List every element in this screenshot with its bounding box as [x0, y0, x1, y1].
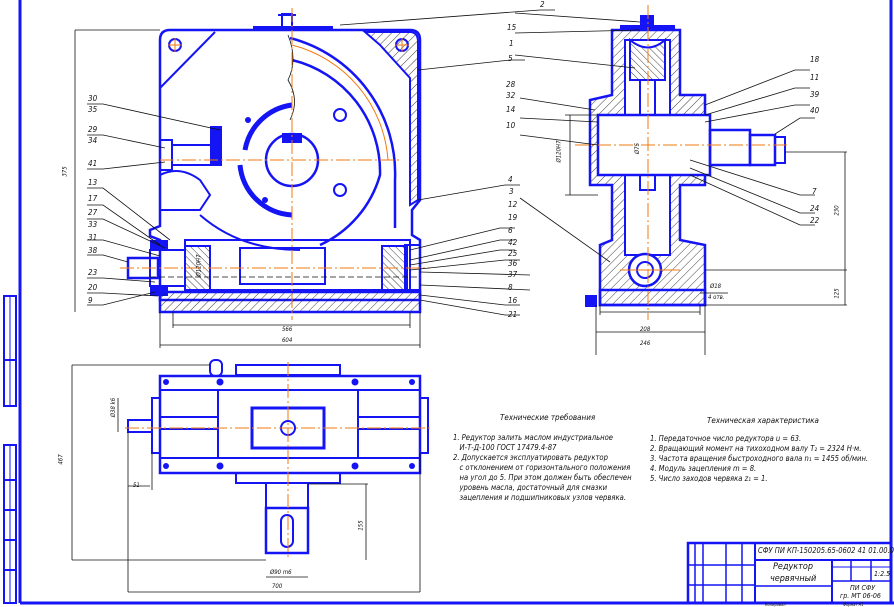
- tech-characteristic-line: 2. Вращающий момент на тихоходном валу T…: [650, 444, 862, 453]
- drawing-designation: СФУ ПИ КП-150205.65-0602 41 01.00.000 СБ: [758, 546, 894, 555]
- title-block: [686, 541, 893, 605]
- dim-height: 375: [61, 166, 69, 177]
- callout-24: 24: [810, 204, 820, 213]
- callout-3: 3: [509, 187, 514, 196]
- top-view: [71, 359, 430, 593]
- dim-output-shaft: Ø90 m6: [270, 569, 292, 576]
- drawing-scale: 1:2.5: [874, 570, 891, 578]
- dim-holes: Ø18: [710, 283, 722, 290]
- callout-2: 2: [540, 0, 545, 9]
- callout-1: 1: [509, 39, 514, 48]
- organization-line1: ПИ СФУ: [850, 584, 876, 592]
- dim-shaft: Ø75: [634, 142, 642, 155]
- callout-5: 5: [508, 54, 513, 63]
- dim-overall-width: 700: [272, 583, 283, 590]
- callout-17: 17: [88, 194, 98, 203]
- callout-25: 25: [508, 249, 518, 258]
- dim-bearing: Ø120H7: [195, 254, 203, 277]
- callout-41: 41: [88, 159, 98, 168]
- tech-requirement-line: зацепления и подшипниковых узлов червяка…: [453, 493, 627, 502]
- tech-requirements-list: 1. Редуктор залить маслом индустриальное…: [453, 433, 632, 503]
- callout-11: 11: [810, 73, 820, 82]
- tech-characteristic-line: 1. Передаточное число редуктора u = 63.: [650, 434, 802, 443]
- callout-42: 42: [508, 238, 518, 247]
- drawing-title-line1: Редуктор: [773, 562, 813, 572]
- callout-40: 40: [810, 106, 820, 115]
- callout-13: 13: [88, 178, 98, 187]
- callout-9: 9: [88, 296, 93, 305]
- callout-38: 38: [88, 246, 98, 255]
- callout-34: 34: [88, 136, 98, 145]
- callout-18: 18: [810, 55, 820, 64]
- callout-23: 23: [88, 268, 98, 277]
- dim-base-outer: 246: [640, 340, 651, 347]
- callout-35: 35: [88, 105, 98, 114]
- tech-characteristics-list: 1. Передаточное число редуктора u = 63. …: [650, 434, 868, 484]
- front-view: [74, 8, 430, 348]
- tech-requirements-title: Технические требования: [500, 413, 596, 422]
- callout-30: 30: [88, 94, 98, 103]
- callout-8: 8: [508, 283, 513, 292]
- callout-15: 15: [507, 23, 517, 32]
- tech-requirement-line: с отклонением от горизонтального положен…: [453, 463, 631, 472]
- tech-requirement-line: И-Т-Д-100 ГОСТ 17479.4-87: [453, 443, 557, 452]
- organization-line2: гр. МТ 06-06: [840, 592, 881, 600]
- callout-37: 37: [508, 270, 518, 279]
- dim-shaft-dia: Ø38 k6: [110, 397, 118, 418]
- tech-requirement-line: на угол до 5. При этом должен быть обесп…: [453, 473, 632, 482]
- callout-28: 28: [506, 80, 516, 89]
- tech-characteristics-title: Техническая характеристика: [707, 416, 819, 425]
- tech-requirement-line: 1. Редуктор залить маслом индустриальное: [453, 433, 613, 442]
- callout-22: 22: [810, 216, 820, 225]
- callout-33: 33: [88, 220, 98, 229]
- callout-6: 6: [508, 226, 513, 235]
- callout-7: 7: [812, 187, 817, 196]
- callout-32: 32: [506, 91, 516, 100]
- tech-characteristic-line: 3. Частота вращения быстроходного вала n…: [650, 454, 869, 463]
- side-view: [565, 5, 847, 355]
- dim-overall-height: 467: [57, 454, 65, 465]
- callout-27: 27: [88, 208, 98, 217]
- sheet-frame: [3, 0, 894, 605]
- tech-characteristic-line: 5. Число заходов червяка z₁ = 1.: [650, 474, 768, 483]
- dim-outer-width: 604: [282, 337, 293, 344]
- callout-29: 29: [88, 125, 98, 134]
- dim-shaft-ext: 51: [133, 482, 140, 489]
- callout-4: 4: [508, 175, 513, 184]
- callout-14: 14: [506, 105, 516, 114]
- dim-output-ext: 155: [357, 520, 365, 531]
- drawing-title-line2: червячный: [770, 574, 817, 584]
- callout-12: 12: [508, 200, 518, 209]
- tech-requirement-line: 2. Допускается эксплуатировать редуктор: [453, 453, 608, 462]
- dim-base-inner: 208: [640, 326, 651, 333]
- dim-bore: Ø120H7: [555, 140, 563, 163]
- callout-20: 20: [88, 283, 98, 292]
- footer-format: Формат А1: [843, 602, 864, 607]
- dim-inner-width: 566: [282, 326, 293, 333]
- callout-19: 19: [508, 213, 518, 222]
- tech-requirement-line: уровень масла, достаточный для смазки: [453, 483, 608, 492]
- dim-height-lower: 125: [833, 288, 841, 299]
- tech-characteristic-line: 4. Модуль зацепления m = 8.: [650, 464, 757, 473]
- callout-31: 31: [88, 233, 98, 242]
- callout-21: 21: [508, 310, 518, 319]
- callout-39: 39: [810, 90, 820, 99]
- dim-height-upper: 230: [833, 205, 841, 216]
- leaders: [87, 9, 815, 316]
- callout-36: 36: [508, 259, 518, 268]
- dim-holes-count: 4 отв.: [708, 294, 725, 301]
- callout-16: 16: [508, 296, 518, 305]
- footer-copied: Копировал: [765, 602, 786, 607]
- callout-10: 10: [506, 121, 516, 130]
